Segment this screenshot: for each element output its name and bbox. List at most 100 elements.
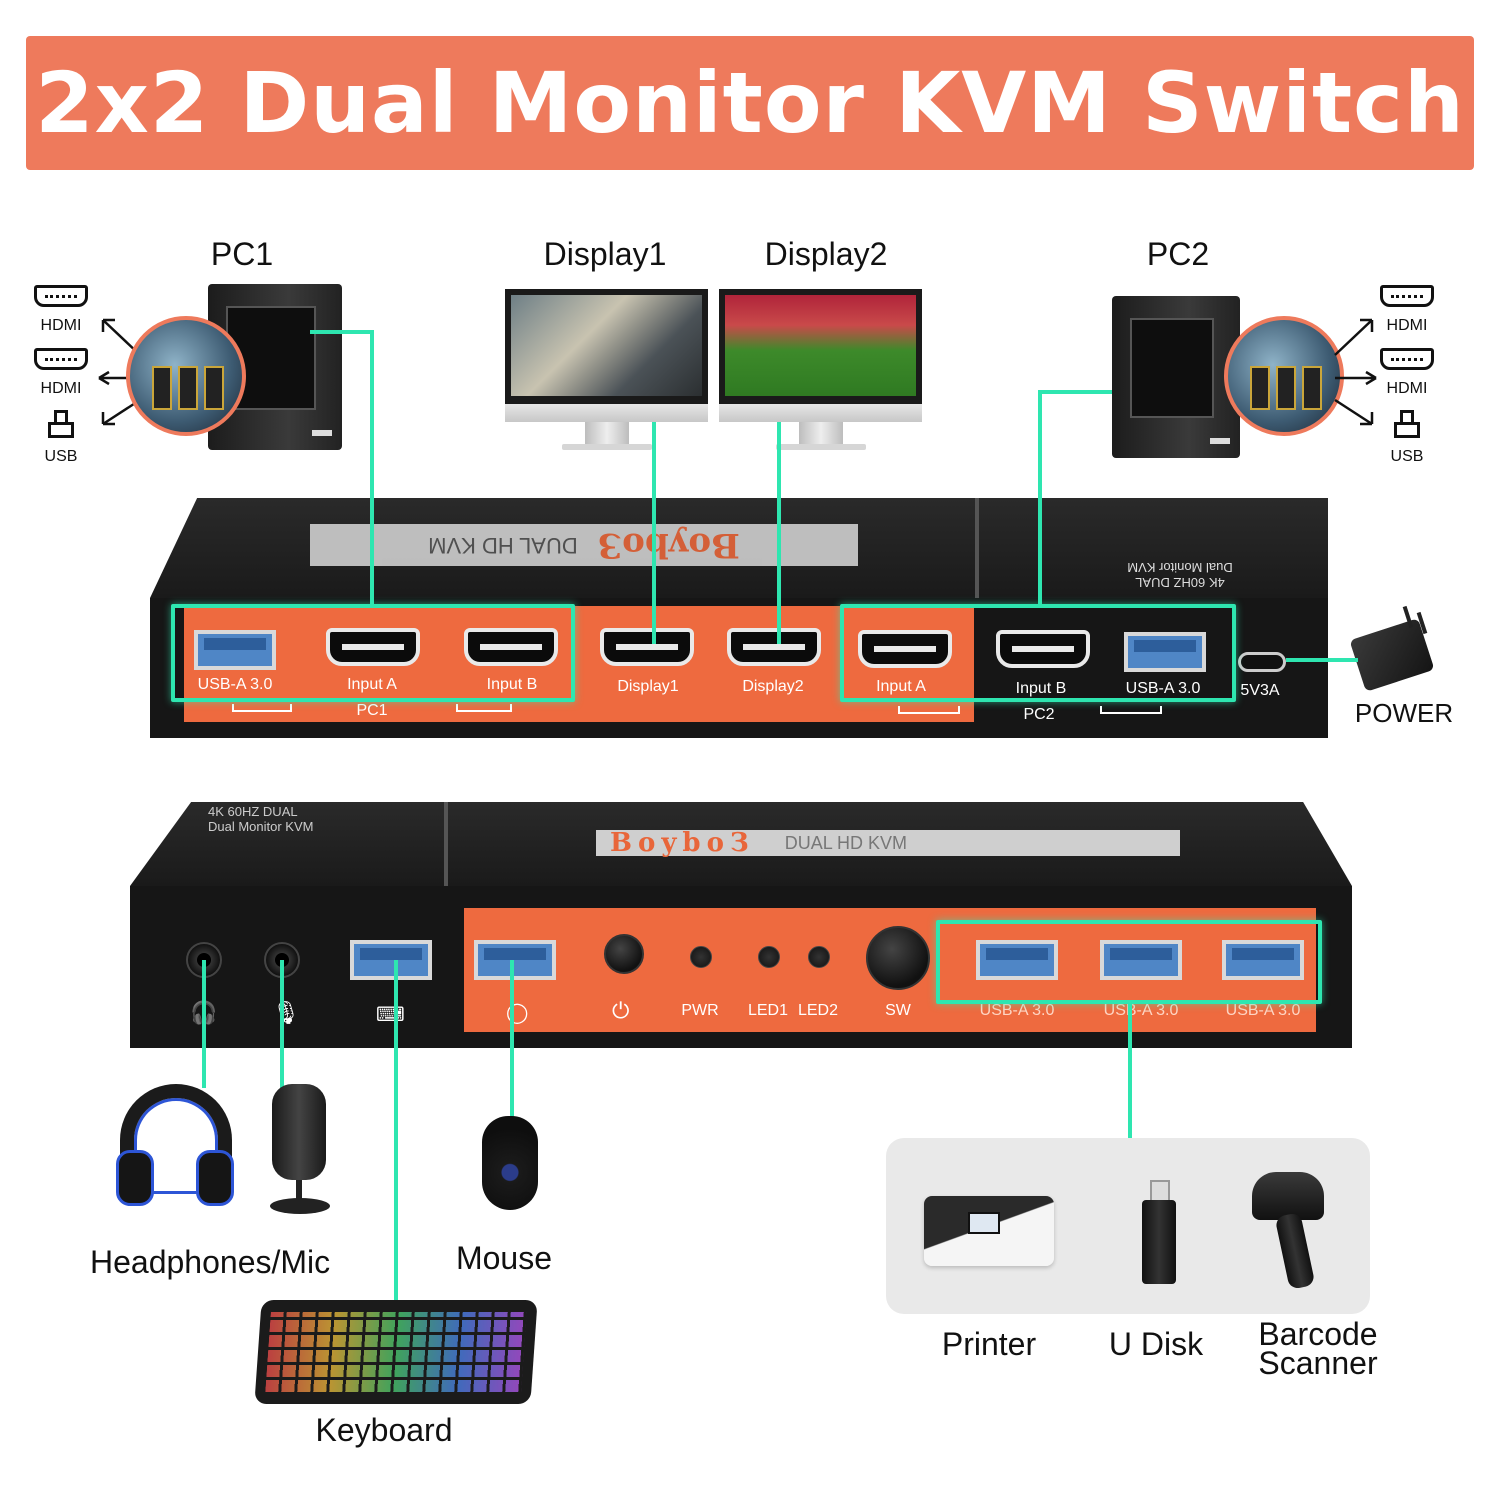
led2-label: LED2 <box>797 1002 839 1019</box>
pc2-tower <box>1112 296 1240 458</box>
keyboard-image <box>254 1300 538 1404</box>
display2-screen <box>719 289 922 404</box>
kvm-rear-series-text: 4K 60HZ DUAL Dual Monitor KVM <box>1060 560 1300 590</box>
front-usb-highlight <box>936 920 1322 1004</box>
u-disk-label: U Disk <box>1108 1326 1204 1362</box>
wire-usb-peripherals <box>1128 1004 1132 1140</box>
pc1-input-a-label: Input A <box>347 676 397 693</box>
front-usb-port-2[interactable] <box>1100 940 1182 980</box>
usb-icon <box>48 410 74 440</box>
pc2-usb-label: USB-A 3.0 <box>1125 680 1201 697</box>
pc2-input-a-port[interactable] <box>858 630 952 668</box>
brand-logo: BoyboЗ <box>597 525 740 565</box>
wire-keyboard <box>394 960 398 1304</box>
power-label: POWER <box>1354 698 1454 728</box>
barcode-scanner-label: Barcode Scanner <box>1258 1316 1378 1379</box>
wire-display2 <box>777 422 781 644</box>
u-disk-image <box>1142 1200 1176 1284</box>
led1-label: LED1 <box>747 1002 789 1019</box>
display1-port-label: Display1 <box>617 678 679 695</box>
display1-screen <box>505 289 708 404</box>
hdmi-icon <box>1380 348 1434 370</box>
microphone-image <box>272 1084 326 1180</box>
pc2-input-b-label: Input B <box>1015 680 1067 697</box>
front-usb-label-1: USB-A 3.0 <box>979 1002 1055 1019</box>
pc1-port-label-3: USB <box>44 448 78 465</box>
headphones-cup-left <box>116 1150 154 1206</box>
pc1-label: PC1 <box>210 236 274 272</box>
pc1-bracket-right <box>456 704 512 712</box>
display2-port-label: Display2 <box>742 678 804 695</box>
front-usb-port-3[interactable] <box>1222 940 1304 980</box>
pc2-bracket-left <box>898 706 960 714</box>
series-text: 4K 60HZ DUAL <box>208 804 298 819</box>
display2-chin <box>719 404 922 422</box>
wire-mic <box>280 960 284 1088</box>
u-disk-connector <box>1150 1180 1170 1202</box>
brand-subtitle: DUAL HD KVM <box>784 832 908 853</box>
pc1-input-b-label: Input B <box>486 676 538 693</box>
wire-pc2-h <box>1040 390 1112 394</box>
barcode-scanner-label-line1: Barcode <box>1258 1316 1378 1352</box>
display2-label: Display2 <box>764 236 888 272</box>
led2 <box>808 946 830 968</box>
mouse-label: Mouse <box>455 1240 553 1276</box>
keyboard-usb-port[interactable] <box>350 940 432 980</box>
mouse-image <box>482 1116 538 1210</box>
pc1-usb-port[interactable] <box>194 630 276 670</box>
display1-label: Display1 <box>543 236 667 272</box>
pc2-bracket-right <box>1100 706 1162 714</box>
pc2-group-label: PC2 <box>1023 706 1055 723</box>
pc2-port-label-1: HDMI <box>1386 317 1428 334</box>
usb-icon <box>1394 410 1420 440</box>
display2-port[interactable] <box>727 628 821 666</box>
display1-chin <box>505 404 708 422</box>
kvm-front-seam <box>444 802 448 886</box>
switch-button[interactable] <box>866 926 930 990</box>
pc2-port-zoom <box>1224 316 1344 436</box>
pc2-input-b-port[interactable] <box>996 630 1090 668</box>
pc2-label: PC2 <box>1146 236 1210 272</box>
wire-pc2-v <box>1038 390 1042 604</box>
series-text: 4K 60HZ DUAL <box>1135 575 1225 590</box>
pc1-usb-label: USB-A 3.0 <box>197 676 273 693</box>
series-subtext: Dual Monitor KVM <box>1127 560 1233 575</box>
power-button[interactable] <box>604 934 644 974</box>
pc2-port-label-3: USB <box>1390 448 1424 465</box>
power-port[interactable] <box>1238 652 1286 672</box>
microphone-icon: 🎙 <box>272 1000 300 1025</box>
power-port-label: 5V3A <box>1240 682 1280 699</box>
front-usb-label-2: USB-A 3.0 <box>1103 1002 1179 1019</box>
pc1-input-b-port[interactable] <box>464 628 558 666</box>
wire-pc1-h <box>310 330 372 334</box>
kvm-front-series-text: 4K 60HZ DUAL Dual Monitor KVM <box>208 804 438 834</box>
series-subtext: Dual Monitor KVM <box>208 819 314 834</box>
keyboard-icon: ⌨ <box>376 1004 405 1026</box>
display1-stand <box>585 422 629 446</box>
mouse-usb-port[interactable] <box>474 940 556 980</box>
wire-mouse <box>510 960 514 1120</box>
display1-port[interactable] <box>600 628 694 666</box>
hdmi-icon <box>34 285 88 307</box>
pc2-input-a-label: Input A <box>876 678 926 695</box>
pc1-ports-highlight <box>171 604 575 702</box>
headphones-cup-right <box>196 1150 234 1206</box>
pc2-port-label-2: HDMI <box>1386 380 1428 397</box>
printer-label: Printer <box>941 1326 1037 1362</box>
pwr-led <box>690 946 712 968</box>
barcode-scanner-head <box>1252 1172 1324 1220</box>
front-usb-label-3: USB-A 3.0 <box>1225 1002 1301 1019</box>
hdmi-icon <box>1380 285 1434 307</box>
kvm-rear-seam <box>975 498 979 598</box>
pc1-bracket-left <box>232 704 292 712</box>
wire-display1 <box>652 422 656 644</box>
pc1-input-a-port[interactable] <box>326 628 420 666</box>
pc1-port-label-1: HDMI <box>40 317 82 334</box>
pc2-usb-port[interactable] <box>1124 632 1206 672</box>
front-usb-port-1[interactable] <box>976 940 1058 980</box>
pc1-port-label-2: HDMI <box>40 380 82 397</box>
wire-power <box>1286 658 1358 662</box>
title-banner: 2x2 Dual Monitor KVM Switch <box>26 36 1474 170</box>
pc1-port-zoom <box>126 316 246 436</box>
hdmi-icon <box>34 348 88 370</box>
